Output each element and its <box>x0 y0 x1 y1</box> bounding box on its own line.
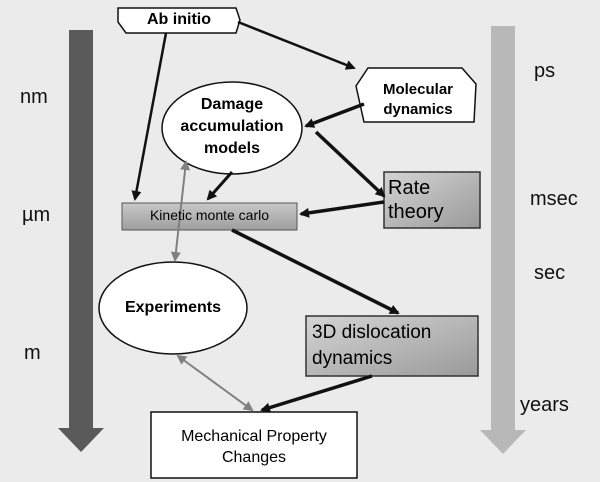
length-scale-arrow <box>58 30 104 452</box>
rate-theory-line-1: Rate <box>388 177 431 199</box>
time-label-ps: ps <box>534 60 556 82</box>
connector-dislocation-mechanical <box>260 374 373 413</box>
connector-md-damage <box>304 102 365 128</box>
dislocation-line-1: 3D dislocation <box>312 322 432 343</box>
rate-theory-node <box>383 171 481 229</box>
damage-models-label: Damage accumulation models <box>165 94 299 160</box>
molecular-dynamics-label: Molecular dynamics <box>362 80 474 120</box>
kinetic-mc-node <box>121 202 298 231</box>
damage-models-line-2: accumulation <box>180 118 284 135</box>
molecular-dynamics-line-2: dynamics <box>383 101 453 118</box>
dislocation-label: 3D dislocation dynamics <box>312 320 476 372</box>
connector-abinitio-md <box>237 20 356 70</box>
time-label-sec: sec <box>534 262 566 284</box>
damage-models-line-3: models <box>203 140 260 157</box>
rate-theory-label: Rate theory <box>388 176 476 224</box>
length-label-um: µm <box>22 204 51 226</box>
mechanical-line-1: Mechanical Property <box>181 428 327 445</box>
kinetic-mc-label: Kinetic monte carlo <box>149 207 270 223</box>
connector-kmc-dislocation <box>231 228 400 315</box>
time-scale-arrow <box>480 26 526 454</box>
dislocation-node <box>305 315 479 377</box>
connector-experiments-damage <box>170 160 191 262</box>
mechanical-line-2: Changes <box>221 449 287 466</box>
mechanical-label: Mechanical Property Changes <box>151 426 357 468</box>
rate-theory-line-2: theory <box>388 201 444 223</box>
ab-initio-node <box>117 7 241 34</box>
connector-abinitio-kmc <box>131 32 168 201</box>
connector-rate-kmc <box>299 200 385 218</box>
time-label-msec: msec <box>530 188 578 210</box>
length-label-m: m <box>24 342 41 364</box>
time-label-years: years <box>520 394 569 416</box>
length-label-nm: nm <box>20 86 48 108</box>
ab-initio-label: Ab initio <box>147 11 211 28</box>
molecular-dynamics-line-1: Molecular <box>382 81 454 98</box>
molecular-dynamics-node <box>355 67 477 123</box>
experiments-label: Experiments <box>124 299 222 316</box>
dislocation-line-2: dynamics <box>312 348 393 369</box>
connector-experiments-mechanical <box>176 354 254 412</box>
connector-md-rate <box>314 130 386 198</box>
experiments-node <box>98 261 248 355</box>
damage-models-line-1: Damage <box>200 96 264 113</box>
connector-damage-kmc <box>206 171 234 201</box>
mechanical-node <box>150 411 358 479</box>
